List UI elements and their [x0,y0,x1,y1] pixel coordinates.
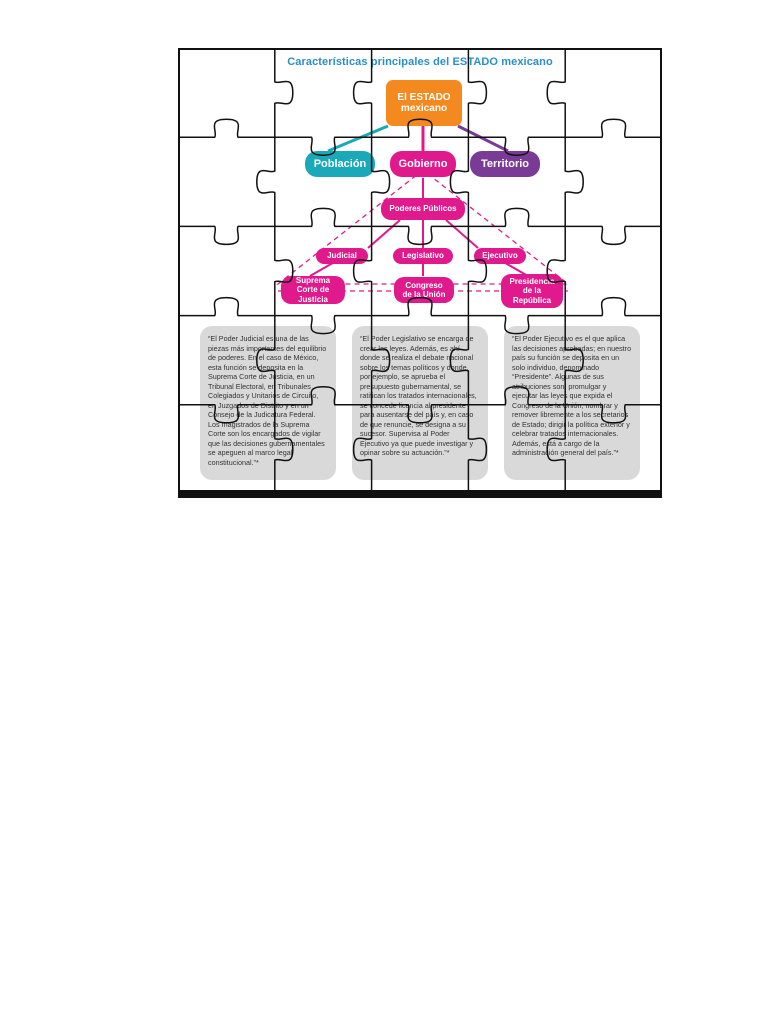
node-ejecutivo: Ejecutivo [474,248,526,264]
node-presidencia: Presidencia de la República [501,274,563,308]
node-poblacion: Población [305,151,375,177]
description-legislativo: “El Poder Legislativo se encarga de crea… [352,326,488,480]
puzzle-edge-vertical-1 [352,48,391,494]
puzzle-edge-vertical-0 [256,48,294,494]
puzzle-grid-overlay [178,48,662,496]
node-congreso: Congreso de la Unión [394,277,454,303]
puzzle-border [178,48,662,496]
puzzle-diagram: Características principales del ESTADO m… [178,48,662,498]
node-legislativo: Legislativo [393,248,453,264]
diagram-title: Características principales del ESTADO m… [287,56,553,68]
puzzle-edge-vertical-3 [546,48,584,494]
connector-estado-territorio [457,124,509,153]
connector-poderes-judicial [367,219,401,249]
node-territorio: Territorio [470,151,540,177]
puzzle-edge-horizontal-2 [178,296,662,335]
connector-poderes-ejecutivo [445,219,479,249]
node-suprema: Suprema Corte de Justicia [281,276,345,304]
node-poderes: Poderes Públicos [381,198,465,220]
bottom-bar [178,490,662,498]
node-gobierno: Gobierno [390,151,456,177]
node-judicial: Judicial [316,248,368,264]
node-estado: El ESTADO mexicano [386,80,462,126]
puzzle-edge-horizontal-3 [178,386,662,424]
connector-estado-poblacion [327,124,389,153]
puzzle-edge-horizontal-0 [178,118,662,156]
puzzle-edge-vertical-2 [449,48,488,494]
puzzle-edge-horizontal-1 [178,207,662,246]
description-ejecutivo: “El Poder Ejecutivo es el que aplica las… [504,326,640,480]
